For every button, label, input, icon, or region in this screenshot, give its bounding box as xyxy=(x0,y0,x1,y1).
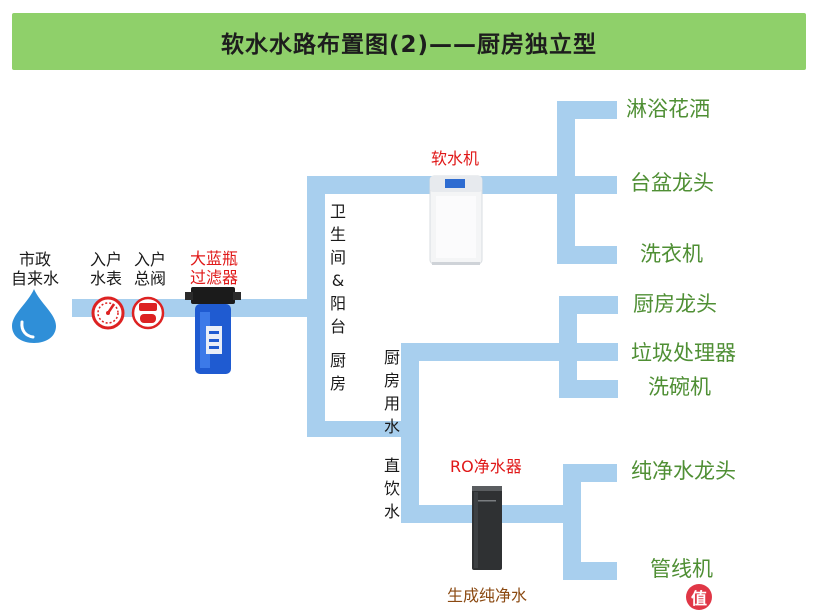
outlet-disposer: 垃圾处理器 xyxy=(631,341,736,365)
softener-label: 软水机 xyxy=(431,149,480,168)
kitchen-pipe-top xyxy=(401,343,618,361)
pipe-dispenser xyxy=(563,562,617,580)
outlet-dishwasher: 洗碗机 xyxy=(648,375,711,399)
kitchen-pipe-bottom xyxy=(307,421,419,437)
diagram-title: 软水水路布置图(2)——厨房独立型 xyxy=(220,31,598,58)
filter-label-line1: 大蓝瓶 xyxy=(189,249,238,268)
pipe-washer xyxy=(557,246,617,264)
pipe-shower xyxy=(557,101,617,119)
pipe-kitchen-faucet xyxy=(559,296,618,314)
outlet-basin: 台盆龙头 xyxy=(630,171,714,195)
meter-label-line1: 入户 xyxy=(89,250,122,269)
outlet-kitchen-faucet: 厨房龙头 xyxy=(633,292,717,316)
drinking-water-label: 直饮水 xyxy=(383,456,400,521)
kitchen-water-label: 厨房用水 xyxy=(383,348,400,436)
source-label: 市政 自来水 xyxy=(10,250,60,288)
main-valve-icon xyxy=(131,296,165,330)
watermark-badge: 值 xyxy=(686,584,712,610)
bath-balcony-branch-label: 卫生间&阳台 xyxy=(329,202,346,336)
ro-purifier-icon xyxy=(472,486,502,570)
valve-label: 入户 总阀 xyxy=(128,250,172,288)
outlet-washer: 洗衣机 xyxy=(640,242,703,266)
outlet-pure-faucet: 纯净水龙头 xyxy=(631,459,736,483)
water-softener-icon xyxy=(429,175,483,265)
outlet-shower: 淋浴花洒 xyxy=(626,97,710,121)
watermark: 值 什么值得买 xyxy=(686,584,808,610)
filter-label-line2: 过滤器 xyxy=(189,268,238,287)
pipe-basin xyxy=(557,176,617,194)
kitchen-branch-label: 厨房 xyxy=(329,351,346,393)
valve-label-line1: 入户 xyxy=(133,250,166,269)
big-blue-filter-icon xyxy=(185,287,241,374)
valve-label-line2: 总阀 xyxy=(133,269,166,288)
title-banner: 软水水路布置图(2)——厨房独立型 xyxy=(12,13,806,70)
pure-branch-vertical xyxy=(563,464,581,580)
water-meter-icon xyxy=(91,296,125,330)
water-drop-icon xyxy=(12,289,56,343)
filter-label: 大蓝瓶 过滤器 xyxy=(184,249,244,287)
meter-label-line2: 水表 xyxy=(89,269,122,288)
watermark-text: 什么值得买 xyxy=(718,588,808,609)
trunk-pipe xyxy=(307,176,325,437)
ro-label: RO净水器 xyxy=(450,457,522,476)
pipe-dishwasher xyxy=(559,380,618,398)
kitchen-branch-vertical xyxy=(559,296,577,398)
meter-label: 入户 水表 xyxy=(84,250,128,288)
kitchen-vertical xyxy=(401,343,419,523)
pipe-pure-faucet xyxy=(563,464,617,482)
ro-output-label: 生成纯净水 xyxy=(447,586,528,605)
source-label-line1: 市政 xyxy=(18,250,51,269)
source-label-line2: 自来水 xyxy=(10,269,59,288)
outlet-dispenser: 管线机 xyxy=(650,557,713,581)
